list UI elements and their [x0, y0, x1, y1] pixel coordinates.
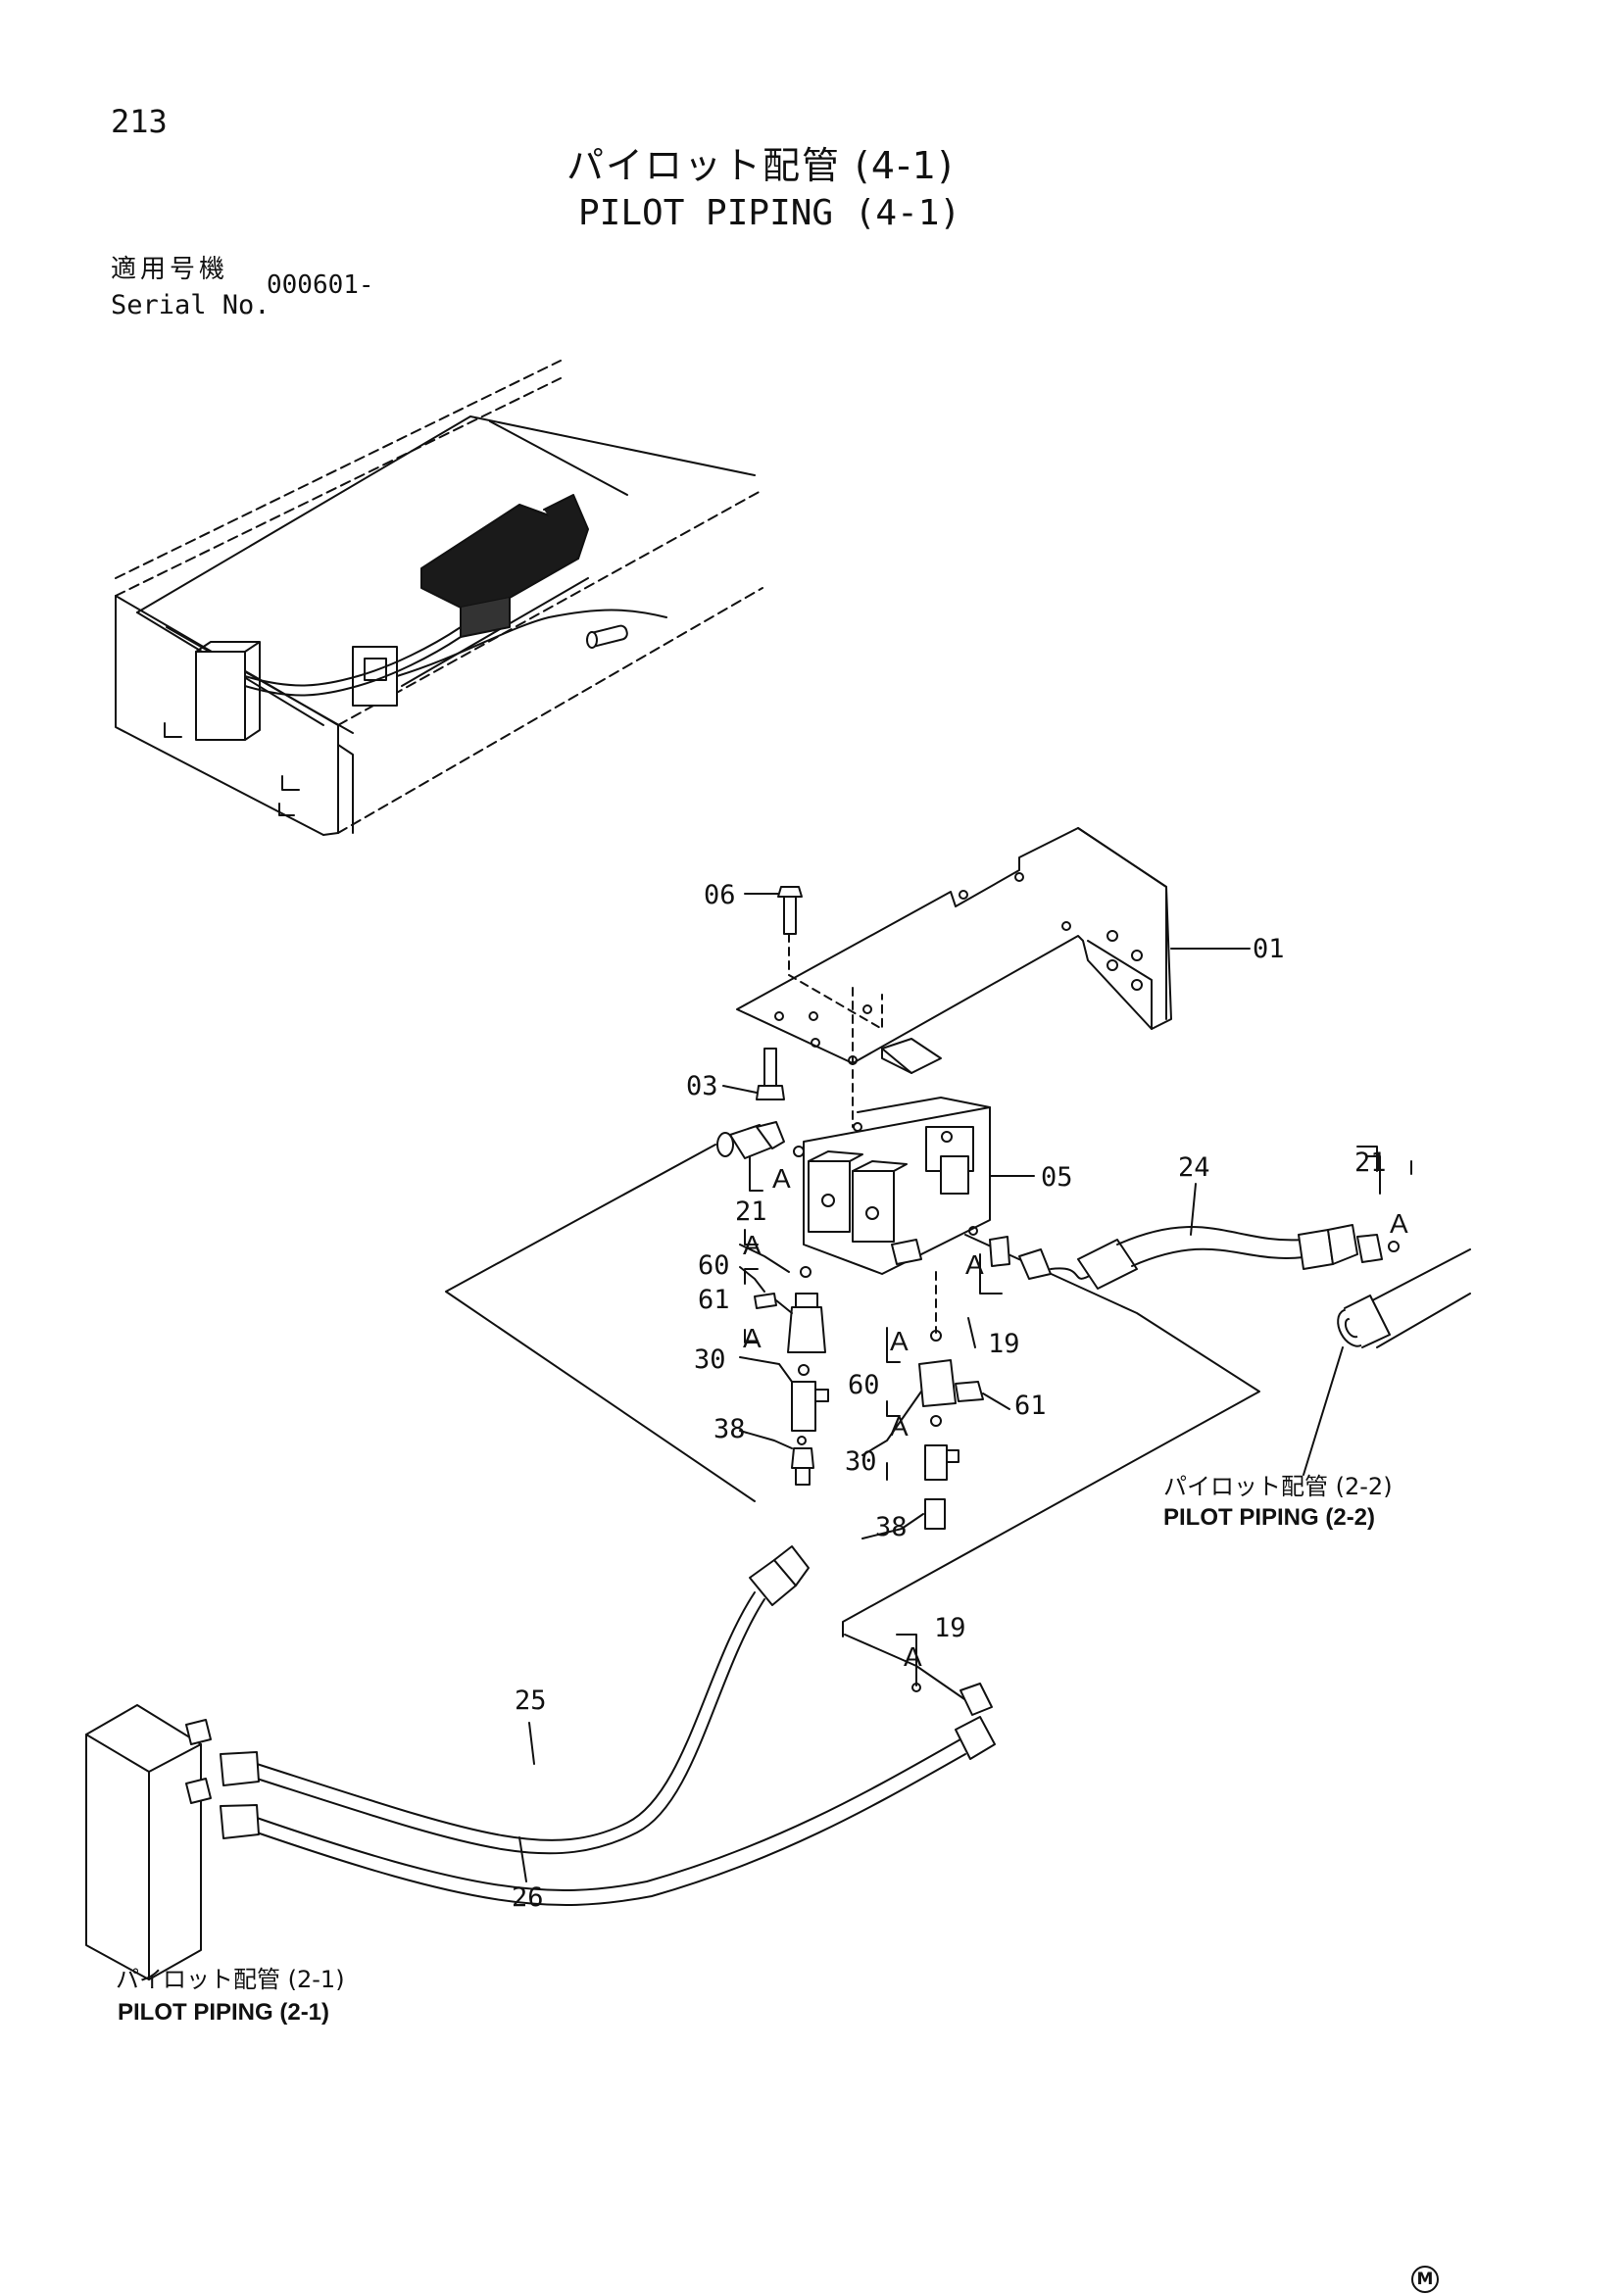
- bolt-06: [744, 886, 803, 935]
- connection-outline-left: [445, 1144, 756, 1502]
- control-box-2-1: [85, 1704, 212, 1980]
- port-stack-right: [918, 1271, 984, 1530]
- callout-05: 05: [1041, 1162, 1073, 1193]
- callout-26: 26: [512, 1882, 544, 1913]
- callout-21-right: 21: [1354, 1148, 1387, 1178]
- fitting-21-left: [716, 1121, 805, 1192]
- valve-block-05: [803, 1097, 1035, 1275]
- ref-2-1-jp: パイロット配管 (2-1): [116, 1966, 345, 1993]
- callout-30-left: 30: [694, 1344, 726, 1375]
- callout-38-right: 38: [875, 1512, 908, 1542]
- callout-25: 25: [515, 1685, 547, 1716]
- ref-2-1-en: PILOT PIPING (2-1): [118, 1999, 330, 2026]
- hose-24-assembly: [968, 1155, 1400, 1295]
- label-a-30-right: A: [890, 1411, 909, 1441]
- callout-06: 06: [704, 880, 736, 910]
- callout-60-left: 60: [698, 1250, 730, 1281]
- callout-24: 24: [1178, 1152, 1210, 1183]
- callout-19-lower: 19: [934, 1613, 966, 1643]
- connection-outline-right: [842, 1234, 1260, 1637]
- callout-61-right: 61: [1014, 1391, 1047, 1421]
- serial-label-en: Serial No.: [111, 290, 270, 320]
- callout-01: 01: [1253, 934, 1285, 964]
- label-a-19-lower: A: [904, 1641, 922, 1672]
- callout-30-right: 30: [845, 1446, 877, 1477]
- pipe-2-2: [1303, 1248, 1471, 1476]
- label-a-60-left: A: [743, 1230, 762, 1260]
- label-a-left-top: A: [772, 1163, 791, 1194]
- callout-61-left: 61: [698, 1285, 730, 1315]
- label-a-60-right: A: [890, 1326, 909, 1356]
- ref-2-2-en: PILOT PIPING (2-2): [1163, 1504, 1376, 1531]
- label-a-right: A: [1390, 1208, 1408, 1239]
- label-a-30-left: A: [743, 1323, 762, 1353]
- callout-60-right: 60: [848, 1370, 880, 1400]
- page-title-en: PILOT PIPING (4-1): [578, 193, 961, 233]
- port-stack-left: [754, 1266, 829, 1486]
- serial-value: 000601-: [267, 270, 374, 300]
- callout-21-left: 21: [735, 1197, 767, 1227]
- manufacturer-mark: M: [1411, 2266, 1439, 2293]
- bolt-03: [722, 1048, 785, 1100]
- page-number: 213: [111, 103, 168, 140]
- callout-38-left: 38: [713, 1414, 746, 1444]
- page-title-jp: パイロット配管 (4-1): [566, 144, 955, 187]
- callout-03: 03: [686, 1071, 718, 1101]
- machine-overview: [115, 360, 763, 836]
- serial-label-jp: 適用号機: [111, 255, 229, 284]
- label-a-19: A: [965, 1249, 984, 1280]
- ref-2-2-jp: パイロット配管 (2-2): [1163, 1473, 1393, 1500]
- callout-19-upper: 19: [988, 1329, 1020, 1359]
- bracket-plate-01: [736, 827, 1172, 1074]
- hoses-25-26: [220, 1545, 996, 1906]
